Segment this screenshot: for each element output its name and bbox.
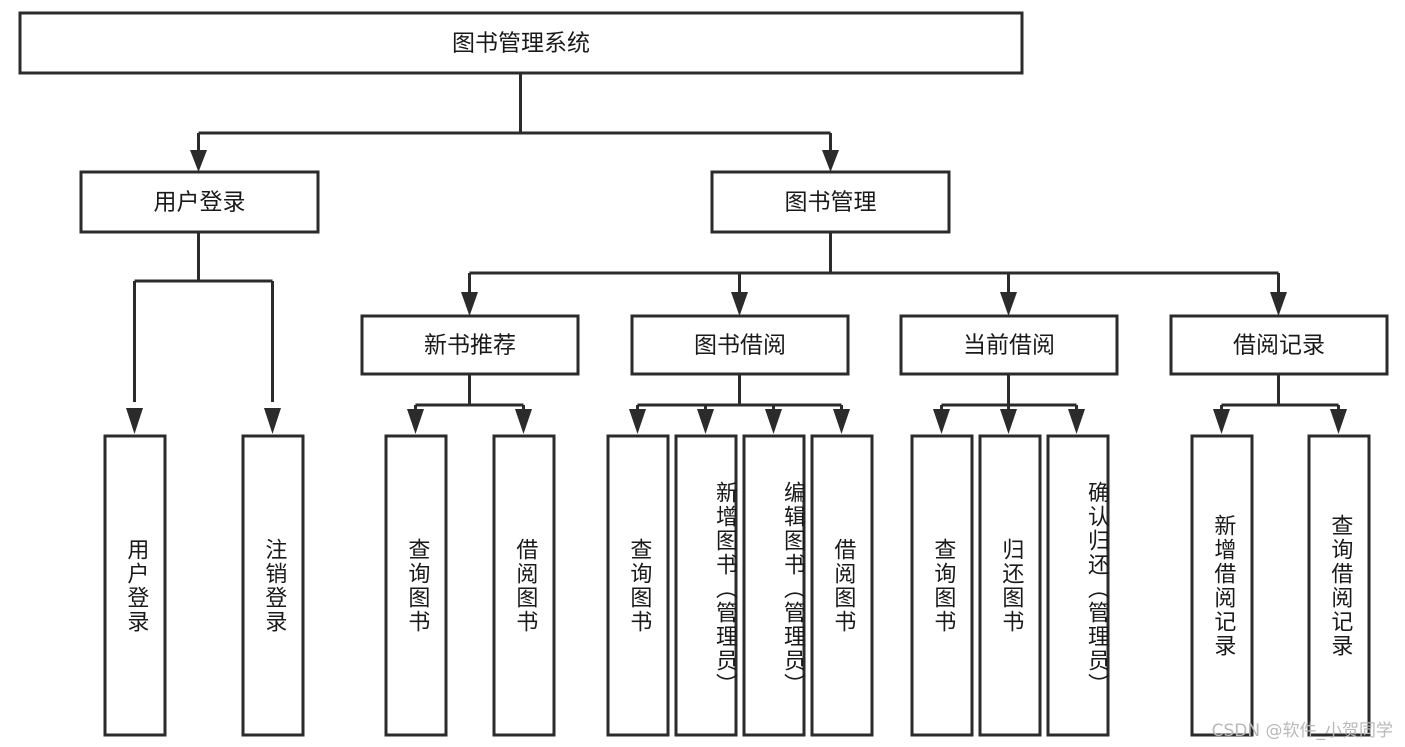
arrowheads-user-login (126, 408, 281, 434)
leaf-add-record-box[interactable] (1190, 434, 1254, 737)
node-borrow-record-label: 借阅记录 (1233, 333, 1325, 359)
node-book-manage-box[interactable] (710, 170, 951, 234)
connector-group-borrow-record (1220, 374, 1340, 412)
connector-group-new-book-rec (414, 374, 525, 412)
node-root-label: 图书管理系统 (452, 31, 590, 57)
connector-group-user-login (133, 232, 274, 402)
leaf-query-record-box[interactable] (1307, 434, 1371, 737)
leaf-edit-book-box[interactable] (742, 434, 806, 737)
arrowheads-borrow-record (1213, 409, 1347, 434)
arrowheads-current-borrow (933, 409, 1085, 434)
arrowheads-root (190, 150, 839, 172)
connector-group-current-borrow (940, 374, 1078, 412)
node-new-book-rec-label: 新书推荐 (424, 333, 516, 359)
node-current-borrow-label: 当前借阅 (963, 333, 1055, 359)
node-book-manage-label: 图书管理 (785, 190, 877, 216)
connector-group-book-borrow (636, 374, 843, 412)
node-book-borrow-box[interactable] (630, 314, 850, 376)
arrowheads-book-manage (461, 292, 1287, 316)
leaf-logout-box[interactable] (241, 434, 305, 737)
leaf-query-book-2-box[interactable] (606, 434, 670, 737)
node-borrow-record-box[interactable] (1169, 314, 1389, 376)
leaf-query-book-3-box[interactable] (910, 434, 974, 737)
node-new-book-rec-box[interactable] (360, 314, 580, 376)
leaf-confirm-return-box[interactable] (1046, 434, 1110, 737)
leaf-borrow-book-1-box[interactable] (492, 434, 556, 737)
arrowheads-new-book-rec (407, 409, 532, 434)
node-book-borrow-label: 图书借阅 (694, 333, 786, 359)
leaf-borrow-book-2-box[interactable] (810, 434, 874, 737)
leaf-user-login-box[interactable] (103, 434, 167, 737)
node-current-borrow-box[interactable] (899, 314, 1119, 376)
csdn-watermark: CSDN @软件_小贺同学 (1211, 721, 1393, 741)
leaf-query-book-1-box[interactable] (384, 434, 448, 737)
node-user-login-box[interactable] (79, 170, 320, 234)
arrowheads-book-borrow (629, 409, 850, 434)
node-root-box[interactable] (18, 11, 1024, 75)
node-user-login-label: 用户登录 (154, 190, 246, 216)
connector-group-book-manage (468, 232, 1280, 296)
connector-group-root (197, 74, 832, 156)
leaf-return-book-box[interactable] (978, 434, 1042, 737)
leaf-add-book-box[interactable] (674, 434, 738, 737)
